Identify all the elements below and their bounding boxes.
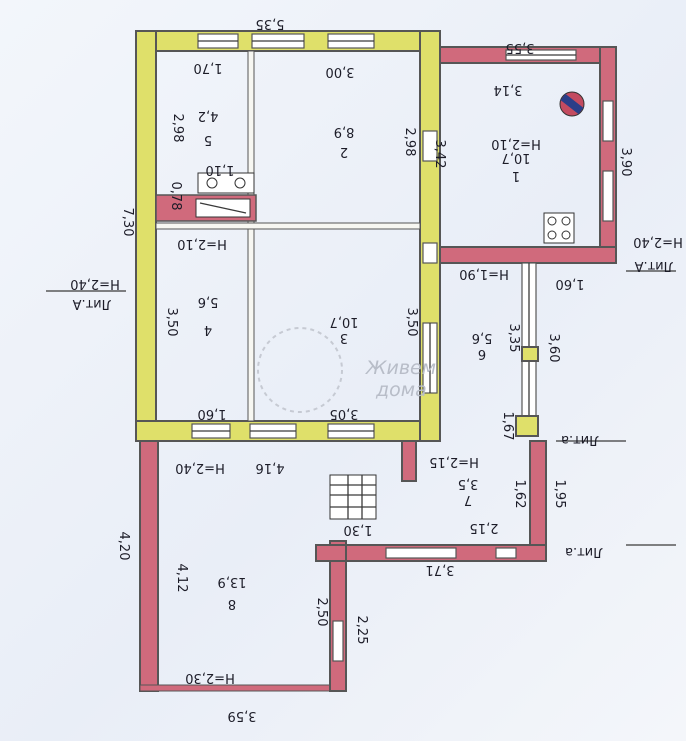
height-room7: H=2,15 [429,454,479,469]
stairs [329,474,377,520]
dim-1-30: 1,30 [344,522,373,537]
dim-3-59: 3,59 [228,708,257,723]
dim-2-25: 2,25 [354,616,369,645]
room-7-number: 7 [464,492,472,507]
wall-internal-v [247,50,255,422]
watermark: Живем дома [257,327,436,413]
dim-3-60: 3,60 [546,334,561,363]
windows-top [197,33,375,49]
height-labels: H=2,40 H=2,10 H=1,90 H=2,40 H=2,40 H=2,1… [70,234,683,685]
walls-room8 [139,440,347,692]
room-1-number: 1 [512,168,520,183]
dim-3-55: 3,55 [506,40,535,55]
dim-1-70: 1,70 [194,60,223,75]
windows-bottom [191,423,375,439]
dim-3-71: 3,71 [426,562,455,577]
room-labels: H=2,10 10,7 1 8,9 2 10,7 3 5,6 4 4,2 5 5… [198,108,541,611]
watermark-line2: дома [375,379,427,401]
height-lit-a-prime: H=2,40 [633,234,683,249]
room-5-area: 4,2 [198,108,219,123]
dim-4-16: 4,16 [256,460,285,475]
dim-3-35: 3,35 [506,324,521,353]
dim-3-50-right: 3,50 [404,308,419,337]
wall-internal-h [155,222,421,230]
dim-2-50: 2,50 [314,598,329,627]
room-5-number: 5 [204,132,212,147]
room-2-number: 2 [340,144,348,159]
walls-room6 [515,262,539,437]
dim-1-60-room1: 1,60 [556,276,585,291]
dim-3-05: 3,05 [330,406,359,421]
dim-5-35: 5,35 [256,16,285,31]
dimension-labels: 5,35 1,70 3,00 3,55 3,14 2,98 2,98 3,42 … [116,16,633,723]
height-room6: H=1,90 [459,266,509,281]
windows-right [422,130,438,394]
height-main: H=2,40 [175,460,225,475]
room-3-number: 3 [340,330,348,345]
height-room8: H=2,30 [185,670,235,685]
wall-left [135,30,157,442]
dim-2-98-right: 2,98 [402,128,417,157]
lit-a-upper: Лит.А [72,296,111,311]
walls-room1 [439,46,617,264]
height-lit-a: H=2,40 [70,276,120,291]
dim-3-90: 3,90 [618,148,633,177]
dim-1-62: 1,62 [512,480,527,509]
dim-1-10: 1,10 [206,162,235,177]
dim-2-15: 2,15 [470,520,499,535]
room-6-area: 5,6 [472,330,493,345]
room-4-number: 4 [204,322,212,337]
room-7-area: 3,5 [458,476,479,491]
dim-1-67: 1,67 [500,412,515,441]
lit-a-small-2: Лит.а [565,544,603,559]
dim-3-14: 3,14 [494,82,523,97]
room-1-area: 10,7 [502,150,531,165]
dim-4-12: 4,12 [174,564,189,593]
room-2-area: 8,9 [334,124,355,139]
dim-2-98-left: 2,98 [170,114,185,143]
dim-1-60-room4: 1,60 [198,406,227,421]
dimension-lines [46,270,676,546]
dim-0-78: 0,78 [168,182,183,211]
lit-a-prime: Лит.А [634,258,673,273]
room-8-area: 13,9 [218,574,247,589]
room-6-number: 6 [478,346,486,361]
height-room5: H=2,10 [177,236,227,251]
dim-4-20: 4,20 [116,532,131,561]
lit-labels: Лит.А Лит.А Лит.а Лит.а [72,258,673,559]
room-8-number: 8 [228,596,236,611]
room-1-height: H=2,10 [491,136,541,151]
lit-a-small-1: Лит.а [561,432,599,447]
dim-3-42: 3,42 [432,140,447,169]
watermark-line1: Живем [365,357,436,379]
dim-3-00: 3,00 [326,64,355,79]
room-4-area: 5,6 [198,294,219,309]
dim-1-95: 1,95 [552,480,567,509]
walls-room7 [345,440,547,562]
room-3-area: 10,7 [330,314,359,329]
dim-3-50-left: 3,50 [164,308,179,337]
dim-7-30: 7,30 [120,208,135,237]
stove [155,172,257,222]
